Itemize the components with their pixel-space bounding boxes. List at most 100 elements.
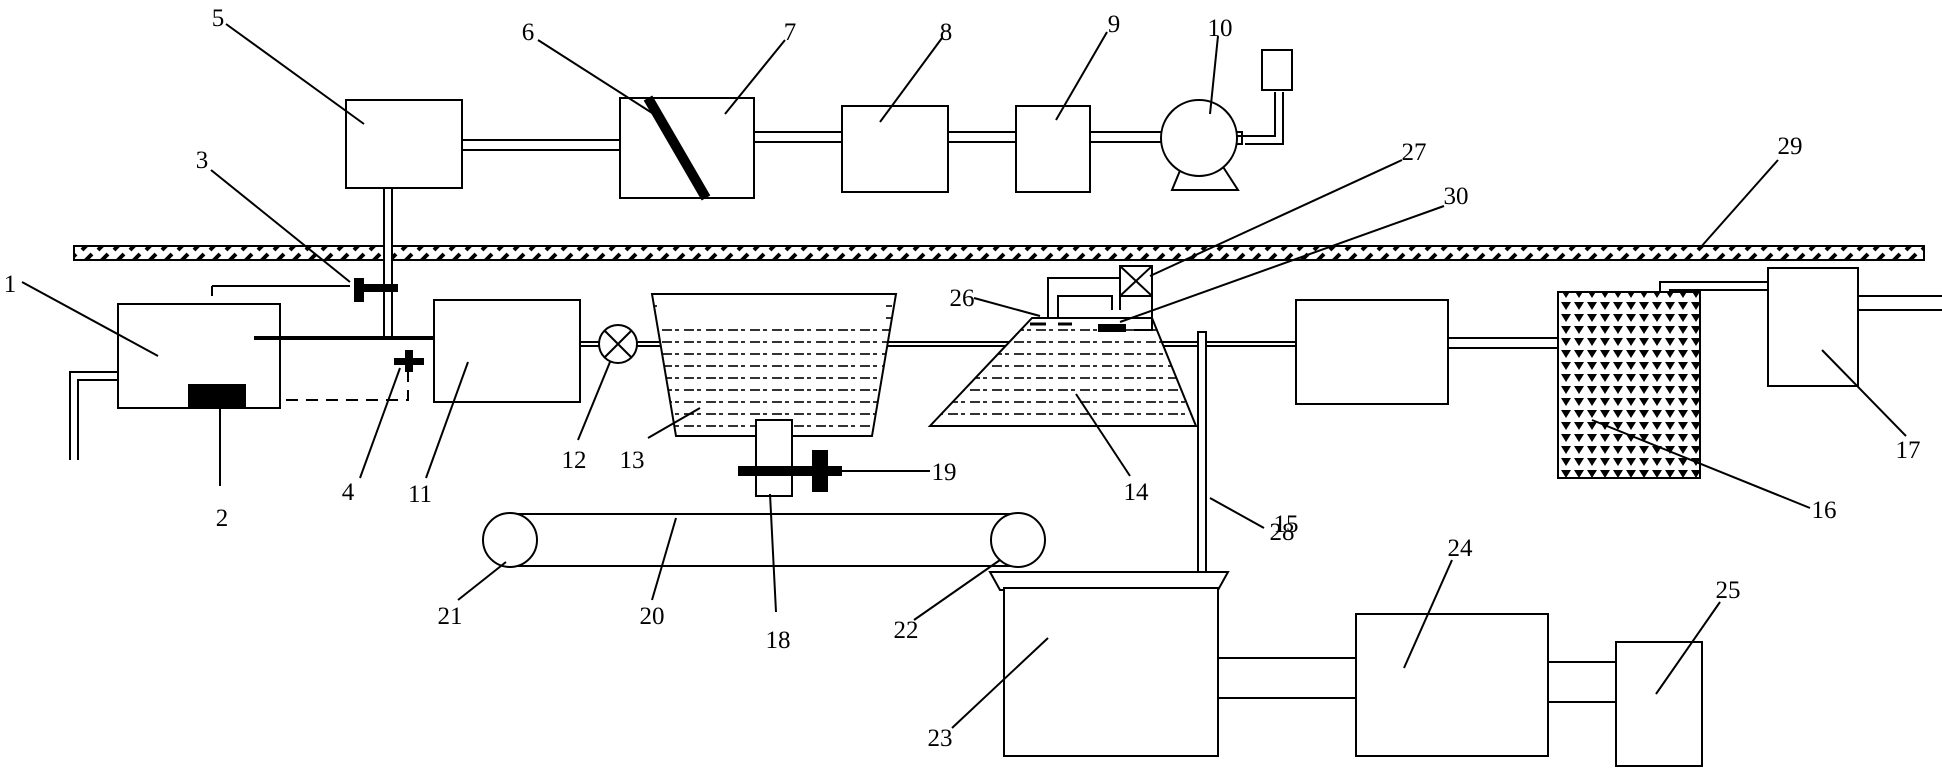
loop-26-inner <box>1057 295 1113 318</box>
pipe-28 <box>1197 331 1207 607</box>
roller-22 <box>990 512 1046 568</box>
leader-13 <box>647 407 701 439</box>
unit-24 <box>1355 613 1549 757</box>
label-5: 5 <box>212 5 225 32</box>
label-14: 14 <box>1124 479 1150 506</box>
motor-box <box>1261 49 1293 91</box>
pipe-5-7 <box>459 139 621 151</box>
unit-11 <box>433 299 581 403</box>
label-10: 10 <box>1208 15 1233 42</box>
leader-24 <box>1403 559 1453 669</box>
pipe-15-16 <box>1445 337 1559 349</box>
leader-18 <box>769 493 777 613</box>
tank-13-headspace <box>662 302 886 324</box>
inlet-pipe-1 <box>69 371 118 460</box>
leader-8 <box>879 37 943 123</box>
unit-17 <box>1767 267 1859 387</box>
pipe-23-24 <box>1217 657 1357 699</box>
top-process-line <box>345 49 1293 201</box>
unit-9 <box>1015 105 1091 193</box>
leader-3 <box>210 169 351 283</box>
leader-10 <box>1209 35 1219 115</box>
leader-27 <box>1149 159 1403 277</box>
valve-4-stem <box>405 350 413 372</box>
conveyor-section <box>482 419 1046 568</box>
label-23: 23 <box>928 725 953 752</box>
label-20: 20 <box>640 603 665 630</box>
label-11: 11 <box>408 481 432 508</box>
unit-23 <box>1003 587 1219 757</box>
pipe-9-10 <box>1087 131 1169 143</box>
leader-17 <box>1821 349 1907 437</box>
fan-10 <box>1160 99 1238 177</box>
label-6: 6 <box>522 19 535 46</box>
fan-motor-cable <box>1237 92 1284 145</box>
leader-14 <box>1075 393 1131 477</box>
label-19: 19 <box>932 459 957 486</box>
leader-22 <box>913 559 1001 621</box>
leader-4 <box>359 367 401 479</box>
leader-30 <box>1119 205 1445 323</box>
dashed-line-2-4 <box>246 350 409 401</box>
outlet-pipe-17 <box>1848 295 1942 311</box>
sensor-30 <box>1098 324 1126 332</box>
leader-29 <box>1699 159 1779 249</box>
pipe-7-8 <box>751 131 845 143</box>
label-18: 18 <box>766 627 791 654</box>
leader-23 <box>951 637 1049 729</box>
label-4: 4 <box>342 479 355 506</box>
leader-1 <box>21 281 159 357</box>
main-process-line <box>580 265 1942 607</box>
label-17: 17 <box>1896 437 1921 464</box>
leader-5 <box>225 23 365 125</box>
label-13: 13 <box>620 447 645 474</box>
left-section <box>69 278 581 486</box>
valve-3-handle <box>354 278 364 302</box>
leader-21 <box>457 561 507 601</box>
label-21: 21 <box>438 603 463 630</box>
pipe-8-9 <box>945 131 1017 143</box>
heater-2 <box>188 384 246 408</box>
leader-11 <box>425 361 469 479</box>
leader-16 <box>1591 419 1811 509</box>
label-26: 26 <box>950 285 975 312</box>
leader-lines <box>21 23 1907 729</box>
leader-9 <box>1055 31 1108 121</box>
unit-15 <box>1295 299 1449 405</box>
pipe-24-25 <box>1547 661 1619 703</box>
unit-16 <box>1557 291 1701 479</box>
leader-7 <box>724 39 786 115</box>
device-27-x2 <box>1119 265 1153 297</box>
tank-14 <box>927 317 1198 427</box>
label-22: 22 <box>894 617 919 644</box>
shaft-18 <box>755 419 793 497</box>
unit-8 <box>841 105 949 193</box>
unit-25 <box>1615 641 1703 767</box>
label-15: 15 <box>1274 511 1299 538</box>
pipe-16-17 <box>1659 281 1770 292</box>
label-16: 16 <box>1812 497 1837 524</box>
leader-6 <box>537 39 661 119</box>
roller-21 <box>482 512 538 568</box>
label-8: 8 <box>940 19 953 46</box>
number-labels: 1 2 3 4 5 6 7 8 9 10 11 12 13 14 15 16 1… <box>4 5 1921 752</box>
filter-screen-6 <box>643 95 711 201</box>
leader-26 <box>973 297 1041 317</box>
bottom-section <box>988 571 1703 767</box>
rod-19 <box>738 466 842 476</box>
label-27: 27 <box>1402 139 1427 166</box>
label-1: 1 <box>4 271 17 298</box>
leader-28 <box>1209 497 1265 529</box>
label-30: 30 <box>1444 183 1469 210</box>
label-9: 9 <box>1108 11 1121 38</box>
unit-7 <box>619 97 755 199</box>
hatched-rail <box>73 245 1925 261</box>
label-29: 29 <box>1778 133 1803 160</box>
label-2: 2 <box>216 505 229 532</box>
unit-5 <box>345 99 463 189</box>
label-25: 25 <box>1716 577 1741 604</box>
valve-3 <box>354 284 398 292</box>
label-7: 7 <box>784 19 797 46</box>
label-12: 12 <box>562 447 587 474</box>
